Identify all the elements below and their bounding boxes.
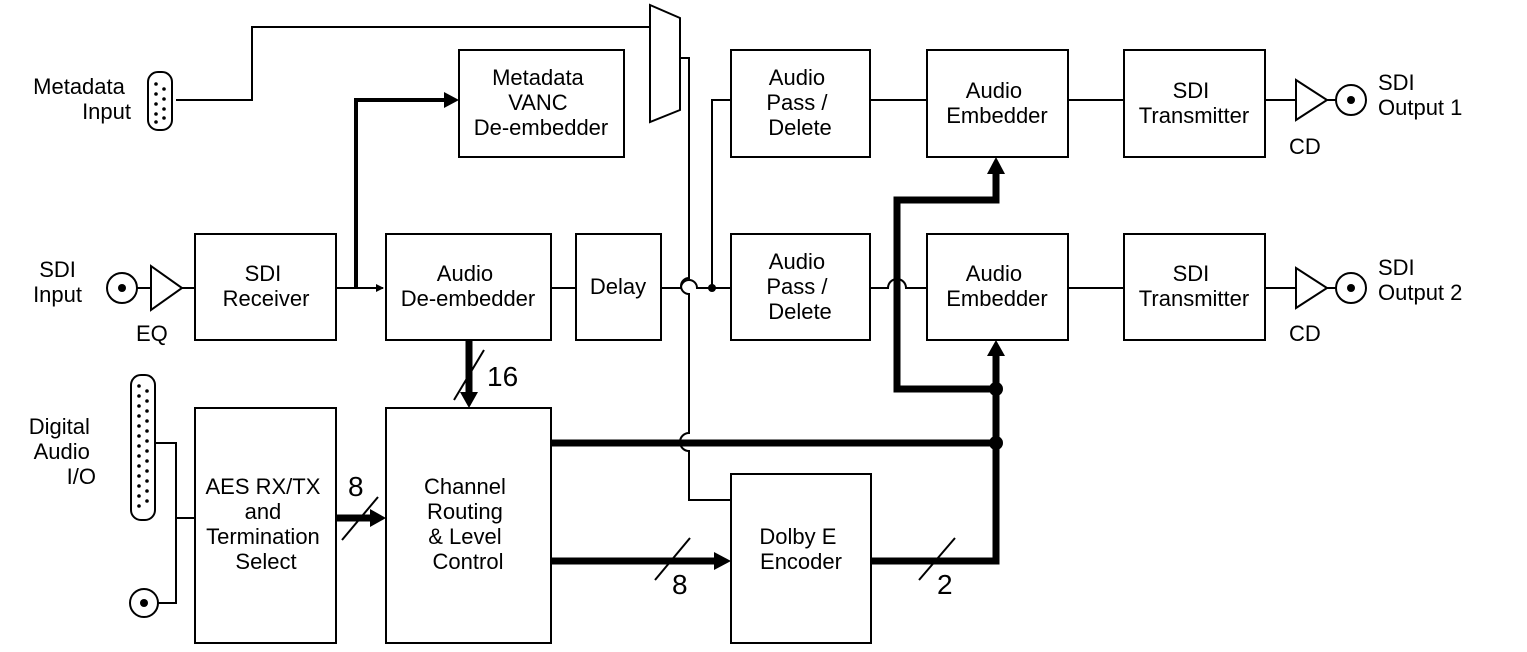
sdi-transmitter-2-block (1123, 233, 1266, 341)
sdi-output-1-bnc-icon (1335, 84, 1367, 116)
audio-embedder-2-label: Audio Embedder (946, 261, 1048, 311)
eq-amplifier-icon (150, 264, 184, 312)
sdi-output-1-label: SDI Output 1 (1378, 70, 1462, 120)
channel-routing-block (385, 407, 552, 644)
metadata-dsub-connector-icon (147, 71, 173, 131)
dolby-e-encoder-label: Dolby E Encoder (759, 524, 842, 574)
audio-pass-delete-2-block (730, 233, 871, 341)
bus-receiver-to-vanc (354, 98, 446, 288)
arrowhead-embedder1 (987, 157, 1005, 174)
wire-delay-to-pass-delete (661, 279, 731, 289)
sdi-receiver-label: SDI Receiver (223, 261, 310, 311)
thick-buses (336, 92, 1005, 581)
junction-dot (708, 284, 716, 292)
audio-embedder-1-label: Audio Embedder (946, 78, 1048, 128)
aes-rx-tx-block (194, 407, 337, 644)
delay-label: Delay (590, 274, 646, 299)
sdi-output-2-label: SDI Output 2 (1378, 255, 1462, 305)
arrowhead-aes-8 (370, 509, 386, 527)
delay-block (575, 233, 662, 341)
arrowhead-vanc (444, 92, 459, 108)
sdi-input-label: SDI Input (33, 257, 82, 307)
cd2-driver-icon (1295, 266, 1329, 310)
cd1-driver-icon (1295, 78, 1329, 122)
dolby-e-encoder-block (730, 473, 872, 644)
digital-audio-dsub-connector-icon (130, 374, 156, 521)
audio-deembedder-label: Audio De-embedder (401, 261, 536, 311)
junction-dot (989, 382, 1003, 396)
aes-bnc-icon (129, 588, 159, 618)
bus-width-16-label: 16 (487, 361, 518, 392)
bus-to-embedder1 (893, 172, 1000, 393)
digital-audio-io-label: Digital Audio I/O (29, 414, 96, 489)
bus-width-dolby-2-label: 2 (937, 569, 953, 600)
audio-pass-delete-2-label: Audio Pass / Delete (766, 249, 833, 324)
metadata-vanc-deembedder-label: Metadata VANC De-embedder (474, 65, 609, 140)
bus-slash-16 (453, 349, 485, 401)
cd1-label: CD (1289, 134, 1321, 159)
metadata-mux (649, 3, 681, 124)
bus-slash-routing-8 (654, 537, 691, 581)
junction-dot (989, 436, 1003, 450)
sdi-receiver-block (194, 233, 337, 341)
audio-embedder-1-block (926, 49, 1069, 158)
thin-wires (137, 26, 1336, 604)
sdi-transmitter-2-label: SDI Transmitter (1139, 261, 1249, 311)
bus-dolby-2 (871, 354, 1000, 565)
sdi-transmitter-1-label: SDI Transmitter (1139, 78, 1249, 128)
bus-width-routing-8-label: 8 (672, 569, 688, 600)
bus-width-aes-8-label: 8 (348, 471, 364, 502)
audio-deembedder-block (385, 233, 552, 341)
wire-metadata-to-mux (176, 26, 650, 101)
wire-mux-to-dolby (679, 57, 731, 501)
sdi-output-2-bnc-icon (1335, 272, 1367, 304)
arrowhead-routing-8 (714, 552, 731, 570)
sdi-input-bnc-icon (106, 272, 138, 304)
cd2-label: CD (1289, 321, 1321, 346)
wire-split-to-pass-delete-1 (711, 99, 731, 288)
metadata-input-label: Metadata Input (33, 74, 131, 124)
audio-pass-delete-1-block (730, 49, 871, 158)
audio-pass-delete-1-label: Audio Pass / Delete (766, 65, 833, 140)
arrowhead-embedder2 (987, 340, 1005, 356)
bus-slash-dolby-2 (918, 537, 956, 581)
metadata-vanc-deembedder-block (458, 49, 625, 158)
sdi-transmitter-1-block (1123, 49, 1266, 158)
wire-aes-connectors (155, 442, 177, 604)
arrowhead-16 (460, 392, 478, 408)
audio-embedder-2-block (926, 233, 1069, 341)
bus-slash-aes-8 (341, 496, 379, 541)
channel-routing-label: Channel Routing & Level Control (424, 474, 512, 574)
aes-rx-tx-label: AES RX/TX and Termination Select (205, 474, 326, 574)
eq-label: EQ (136, 321, 168, 346)
